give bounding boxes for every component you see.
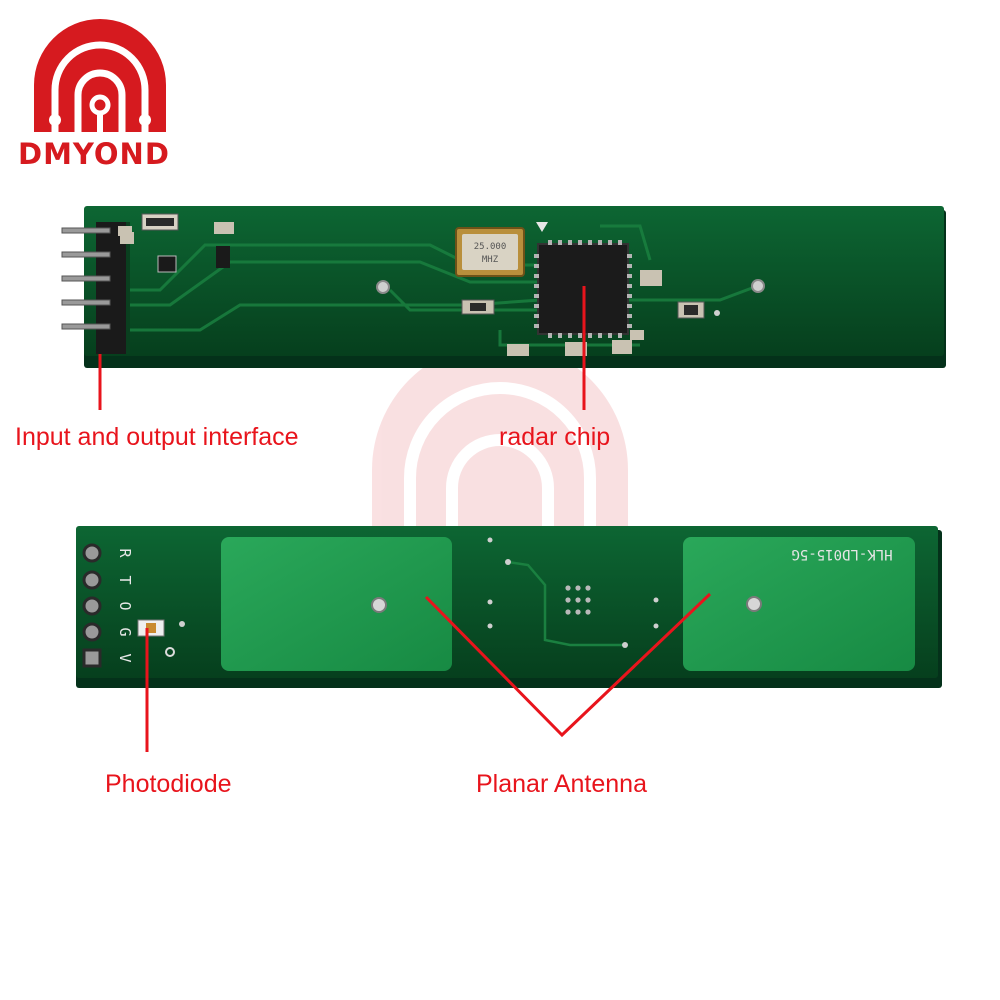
board-top: 25.000 MHZ (61, 206, 946, 368)
crystal-label-line-1: 25.000 (474, 242, 507, 252)
board-model-label: HLK-LD015-5G (791, 546, 892, 562)
brand-logo (34, 19, 166, 132)
pin-label-g: G (116, 627, 134, 636)
brand-name: DMYOND (18, 137, 170, 171)
passive-components (118, 213, 705, 356)
pin-label-r: R (116, 548, 134, 558)
antenna-pad-right (683, 537, 915, 671)
callout-lines (98, 286, 712, 752)
callout-line-antenna (424, 592, 712, 738)
callout-radar-chip: radar chip (499, 423, 611, 451)
antenna-pad-left (221, 537, 452, 671)
crystal-label-line-2: MHZ (482, 255, 499, 265)
callout-planar-antenna: Planar Antenna (476, 770, 647, 798)
pin-label-t: T (116, 575, 134, 584)
photodiode (137, 619, 185, 657)
feed-network (487, 537, 659, 648)
crystal-oscillator: 25.000 MHZ (455, 227, 525, 277)
pin-label-o: O (116, 601, 134, 610)
callout-photodiode: Photodiode (105, 770, 232, 798)
pin-labels: R T O G V (116, 548, 134, 662)
pin-pads (82, 543, 102, 668)
pin-header (61, 222, 130, 354)
board-bottom: R T O G V (76, 526, 942, 688)
watermark-logo (372, 342, 628, 560)
pin-label-v: V (116, 653, 134, 662)
callout-io-interface: Input and output interface (15, 423, 299, 451)
